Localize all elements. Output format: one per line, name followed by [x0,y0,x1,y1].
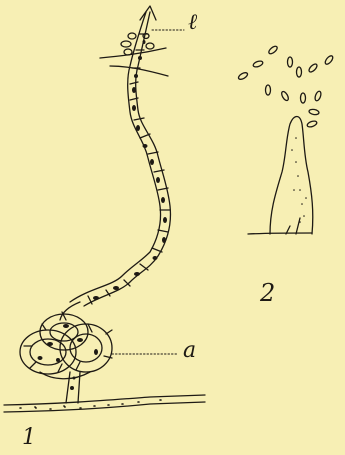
figure-1-hypha [4,6,205,412]
label-a: a [183,340,196,362]
figure-number-1: 1 [22,427,36,449]
cell-granules [38,40,168,390]
figure-number-2: 2 [260,281,275,305]
conidiophore-tip [100,6,168,76]
label-b: ℓ [188,12,197,34]
figure-2-conidiophore [237,45,334,234]
coil [20,302,112,379]
leader-lines [112,30,184,354]
base-hypha [4,395,205,412]
scattered-spores [237,45,334,103]
